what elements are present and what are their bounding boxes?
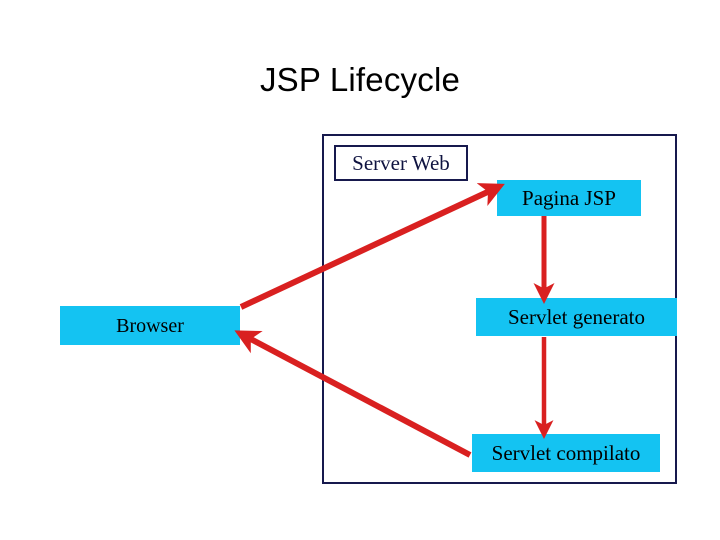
node-browser-label: Browser <box>116 314 184 337</box>
node-browser[interactable]: Browser <box>60 306 240 345</box>
node-servlet-generato-label: Servlet generato <box>507 304 646 329</box>
node-servlet-compilato[interactable]: Servlet compilato <box>472 434 660 472</box>
node-pagina-jsp[interactable]: Pagina JSP <box>497 180 641 216</box>
node-servlet-generato[interactable]: Servlet generato <box>476 298 677 336</box>
page-title: JSP Lifecycle <box>259 61 461 98</box>
node-pagina-jsp-label: Pagina JSP <box>522 185 616 210</box>
node-server-web-label: Server Web <box>352 150 450 175</box>
node-server-web[interactable]: Server Web <box>334 145 468 181</box>
node-servlet-compilato-label: Servlet compilato <box>491 440 641 465</box>
